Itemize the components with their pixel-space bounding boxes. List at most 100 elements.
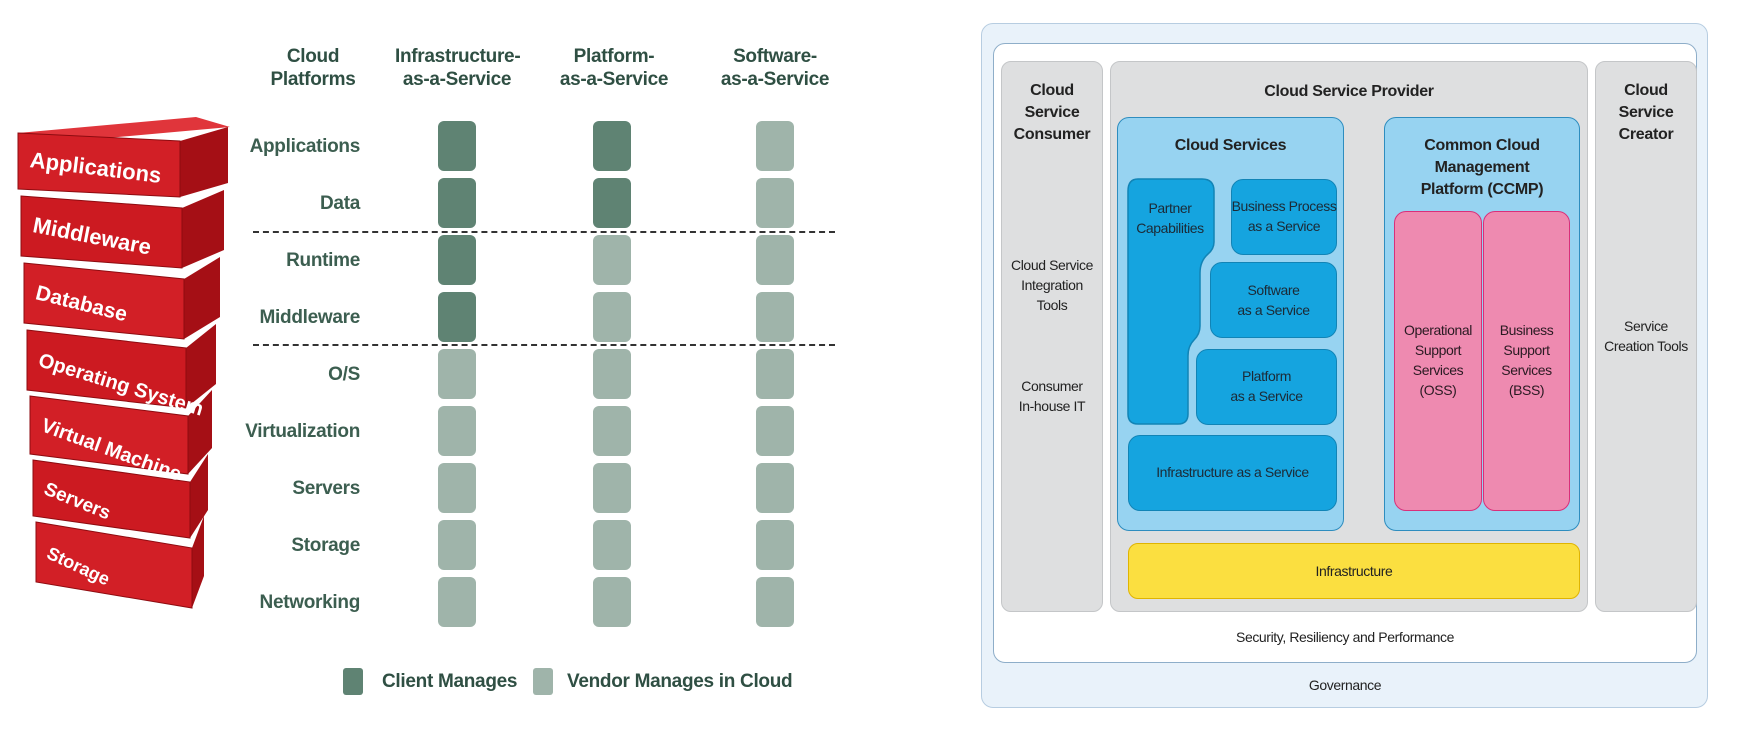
text-line: Cloud Service	[1011, 257, 1093, 273]
text-line: (BSS)	[1508, 382, 1545, 398]
text-line: as a Service	[1230, 388, 1303, 404]
stack-layer-middleware	[20, 195, 183, 269]
title-line: Service	[1024, 104, 1080, 121]
cell-vendor-managed	[438, 520, 476, 570]
oss-label: Operational Support Services (OSS)	[1394, 320, 1482, 400]
bss-label: Business Support Services (BSS)	[1483, 320, 1570, 400]
provider-title: Cloud Service Provider	[1264, 83, 1434, 100]
cloud-service-creator-panel	[1595, 61, 1697, 612]
cell-vendor-managed	[593, 463, 631, 513]
text-line: In-house IT	[1018, 398, 1086, 414]
header-cloud-platforms: Cloud Platforms	[253, 45, 373, 91]
cell-client-managed	[593, 121, 631, 171]
stack-side-face	[180, 127, 228, 197]
header-line: as-a-Service	[720, 69, 830, 90]
text-line: Software	[1247, 282, 1300, 298]
creator-title: Cloud Service Creator	[1595, 80, 1697, 146]
title-line: Service	[1618, 104, 1674, 121]
text-line: Creation Tools	[1604, 338, 1688, 354]
title-line: Cloud	[1030, 82, 1074, 99]
creator-tools-label: Service Creation Tools	[1595, 316, 1697, 356]
consumer-integration-tools: Cloud Service Integration Tools	[1001, 255, 1103, 315]
consumer-title: Cloud Service Consumer	[1001, 80, 1103, 146]
stack-layer-database	[23, 262, 185, 340]
row-label: Data	[320, 193, 360, 214]
stack-side-face	[192, 516, 204, 608]
header-line: as-a-Service	[559, 69, 669, 90]
cell-client-managed	[438, 178, 476, 228]
header-line: Platforms	[270, 69, 356, 90]
iaas-label: Infrastructure as a Service	[1156, 464, 1309, 480]
paas-label: Platform as a Service	[1196, 366, 1337, 406]
text-line: as a Service	[1247, 218, 1321, 234]
saas-label: Software as a Service	[1210, 280, 1337, 320]
partner-capabilities-label: Partner Capabilities	[1128, 198, 1212, 238]
row-label: Storage	[291, 535, 360, 556]
text-line: Capabilities	[1136, 220, 1204, 236]
title-line: Creator	[1618, 126, 1674, 143]
header-line: Infrastructure-	[395, 46, 521, 67]
stack-layer-servers	[32, 459, 191, 539]
cell-vendor-managed	[756, 577, 794, 627]
title-line: Consumer	[1013, 126, 1091, 143]
header-saas: Software- as-a-Service	[713, 45, 837, 91]
cell-vendor-managed	[593, 520, 631, 570]
iaas-box	[1128, 435, 1337, 511]
stack-layer-storage	[35, 521, 193, 609]
infrastructure-box	[1128, 543, 1580, 599]
cell-vendor-managed	[593, 349, 631, 399]
row-label: Servers	[292, 478, 360, 499]
security-label: Security, Resiliency and Performance	[1236, 629, 1454, 645]
title-line: Common Cloud	[1424, 137, 1540, 154]
header-iaas: Infrastructure- as-a-Service	[395, 45, 521, 91]
text-line: Platform	[1242, 368, 1291, 384]
text-line: Services	[1412, 362, 1464, 378]
text-line: Business Process	[1231, 198, 1337, 214]
header-paas: Platform- as-a-Service	[552, 45, 676, 91]
stack-layer-virtual-machine	[29, 395, 189, 475]
text-line: Tools	[1036, 297, 1068, 313]
legend-vendor-label: Vendor Manages in Cloud	[567, 671, 793, 692]
text-line: Consumer	[1021, 378, 1083, 394]
text-line: Integration	[1021, 277, 1083, 293]
cell-vendor-managed	[756, 178, 794, 228]
row-label: Virtualization	[245, 421, 360, 442]
legend-client-label: Client Manages	[382, 671, 518, 692]
row-label: Middleware	[259, 307, 361, 328]
cell-vendor-managed	[438, 349, 476, 399]
cell-vendor-managed	[756, 406, 794, 456]
cell-vendor-managed	[756, 463, 794, 513]
title-line: Management	[1434, 159, 1530, 176]
text-line: Service	[1624, 318, 1668, 334]
bpaas-box	[1231, 179, 1337, 255]
cell-vendor-managed	[593, 577, 631, 627]
legend-vendor-swatch	[533, 668, 553, 695]
header-line: Platform-	[573, 46, 655, 67]
stack-layer-applications	[17, 132, 181, 198]
cell-vendor-managed	[438, 463, 476, 513]
text-line: Partner	[1148, 200, 1192, 216]
title-line: Platform (CCMP)	[1420, 181, 1544, 198]
cloud-service-consumer-panel	[1001, 61, 1103, 612]
legend-client-swatch	[343, 668, 363, 695]
text-line: Business	[1499, 322, 1554, 338]
text-line: as a Service	[1237, 302, 1310, 318]
stack-side-face	[190, 454, 208, 538]
row-label: Runtime	[286, 250, 360, 271]
saas-box	[1210, 262, 1337, 338]
cell-vendor-managed	[593, 406, 631, 456]
row-label: O/S	[328, 364, 360, 385]
cell-vendor-managed	[593, 235, 631, 285]
text-line: Support	[1414, 342, 1462, 358]
text-line: Support	[1503, 342, 1550, 358]
cell-vendor-managed	[756, 121, 794, 171]
header-line: Software-	[733, 46, 817, 67]
cell-client-managed	[438, 235, 476, 285]
cell-vendor-managed	[593, 292, 631, 342]
text-line: (OSS)	[1419, 382, 1457, 398]
cell-client-managed	[438, 292, 476, 342]
bss-box	[1483, 211, 1570, 511]
cell-vendor-managed	[756, 520, 794, 570]
bpaas-label: Business Process as a Service	[1231, 196, 1337, 236]
